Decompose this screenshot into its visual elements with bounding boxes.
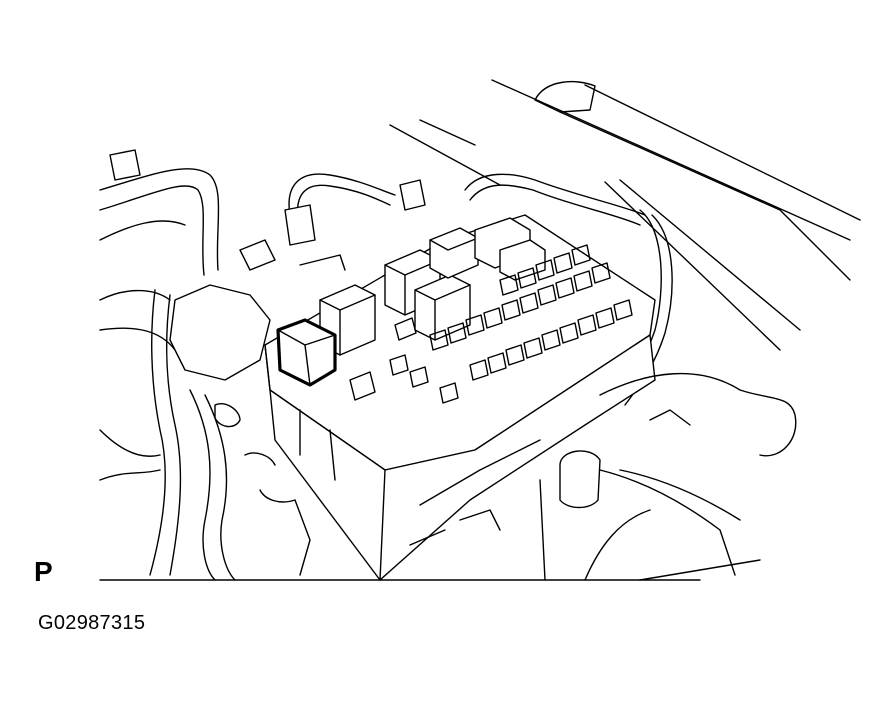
figure-code: G02987315 bbox=[38, 612, 146, 634]
hood-outline bbox=[389, 79, 861, 351]
view-label: P bbox=[34, 556, 53, 587]
relay-block bbox=[264, 214, 656, 581]
wiring-harness-top bbox=[239, 173, 673, 406]
wiring-harness-left bbox=[99, 149, 311, 581]
fuse-rows bbox=[349, 244, 633, 404]
battery-area bbox=[539, 372, 797, 581]
